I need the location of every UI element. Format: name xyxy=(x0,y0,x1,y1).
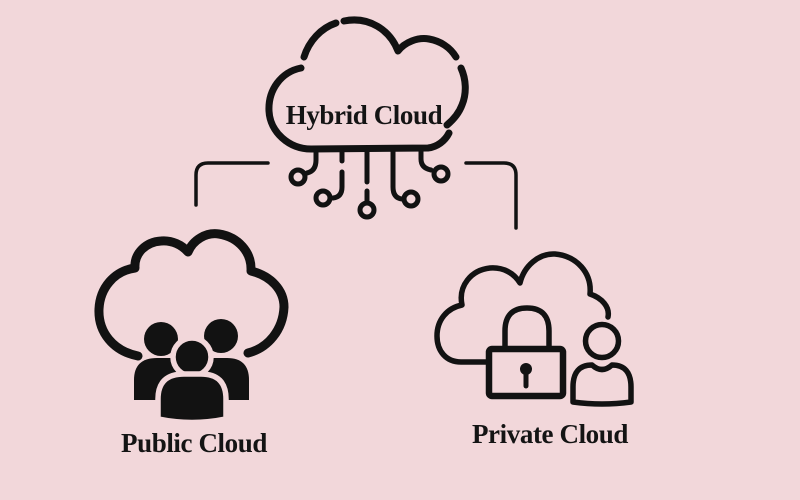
hybrid-cloud-icon xyxy=(265,16,469,153)
tree-connector-left xyxy=(194,161,270,207)
hybrid-cloud-label: Hybrid Cloud xyxy=(285,100,443,130)
private-cloud-label: Private Cloud xyxy=(471,419,629,449)
user-icon xyxy=(570,321,634,407)
public-cloud-label: Public Cloud xyxy=(121,428,267,458)
circuit-drops-icon xyxy=(288,147,451,220)
users-group-icon xyxy=(134,319,249,426)
private-cloud-icon xyxy=(434,251,634,407)
public-cloud-icon xyxy=(94,229,289,426)
tree-connector-right xyxy=(464,161,518,230)
padlock-icon xyxy=(485,305,567,400)
